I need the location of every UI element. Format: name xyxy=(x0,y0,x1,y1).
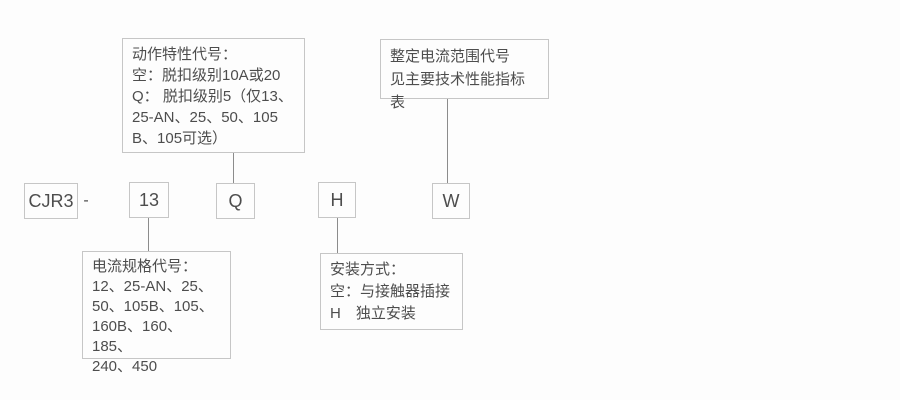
connector-action-characteristic xyxy=(233,153,234,183)
code-box-model-prefix: CJR3 xyxy=(24,183,78,219)
code-box-mounting-type: H xyxy=(318,182,356,218)
connector-mounting-type xyxy=(337,218,338,253)
code-box-action-characteristic: Q xyxy=(216,183,255,219)
callout-current-spec: 电流规格代号： 12、25-AN、25、 50、105B、105、 160B、1… xyxy=(82,251,231,375)
callout-current-range: 整定电流范围代号 见主要技术性能指标表 xyxy=(380,39,549,111)
code-box-current-range: W xyxy=(432,183,470,219)
callout-mounting-type: 安装方式： 空：与接触器插接 H 独立安装 xyxy=(320,253,463,330)
connector-current-range xyxy=(447,99,448,183)
callout-action-characteristic: 动作特性代号： 空：脱扣级别10A或20 Q： 脱扣级别5（仅13、 25-AN… xyxy=(122,38,305,153)
separator-dash: - xyxy=(83,192,89,209)
code-box-current-spec: 13 xyxy=(129,182,169,218)
connector-current-spec xyxy=(148,218,149,251)
